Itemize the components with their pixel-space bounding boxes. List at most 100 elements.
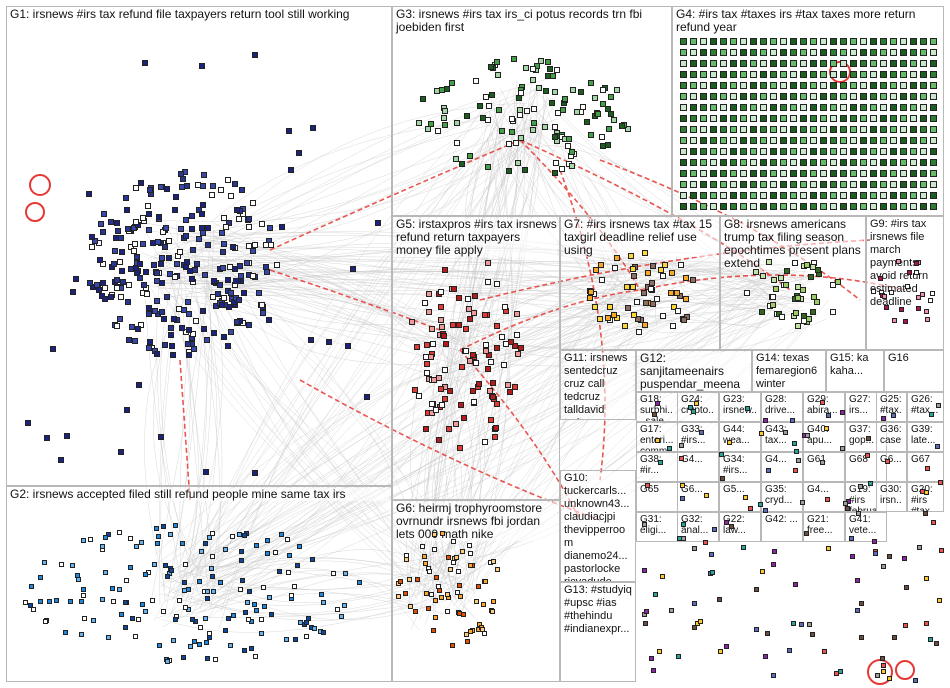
node-avatar bbox=[769, 294, 776, 301]
node-avatar bbox=[790, 137, 797, 144]
node-avatar bbox=[541, 124, 548, 131]
node-avatar bbox=[760, 71, 767, 78]
node-avatar bbox=[700, 38, 707, 45]
node-avatar bbox=[880, 159, 887, 166]
small-group-panel: G24: crypto... bbox=[677, 392, 719, 422]
node-avatar bbox=[830, 148, 837, 155]
node-avatar bbox=[840, 104, 847, 111]
node-avatar bbox=[800, 115, 807, 122]
node-avatar bbox=[463, 112, 470, 119]
node-avatar bbox=[424, 361, 431, 368]
node-avatar bbox=[42, 560, 48, 566]
node-avatar bbox=[414, 577, 420, 583]
node-avatar bbox=[850, 181, 857, 188]
node-avatar bbox=[176, 597, 182, 603]
node-avatar bbox=[284, 536, 290, 542]
node-avatar bbox=[419, 544, 425, 550]
node-avatar bbox=[710, 159, 717, 166]
node-avatar bbox=[860, 126, 867, 133]
node-avatar bbox=[810, 126, 817, 133]
node-avatar bbox=[552, 124, 559, 131]
node-avatar bbox=[850, 49, 857, 56]
node-avatar bbox=[245, 242, 252, 249]
node-avatar bbox=[284, 636, 290, 642]
node-avatar bbox=[185, 352, 192, 359]
node-avatar bbox=[168, 567, 174, 573]
node-avatar bbox=[669, 608, 675, 614]
node-avatar bbox=[760, 170, 767, 177]
node-avatar bbox=[887, 675, 893, 681]
node-avatar bbox=[784, 267, 791, 274]
node-avatar bbox=[162, 562, 168, 568]
node-avatar bbox=[227, 192, 234, 199]
node-avatar bbox=[938, 480, 944, 486]
node-avatar bbox=[604, 315, 611, 322]
node-avatar bbox=[870, 192, 877, 199]
node-avatar bbox=[730, 137, 737, 144]
node-avatar bbox=[865, 452, 871, 458]
node-avatar bbox=[870, 181, 877, 188]
node-avatar bbox=[220, 264, 227, 271]
node-avatar bbox=[292, 637, 298, 643]
edge bbox=[169, 570, 476, 614]
edge bbox=[622, 306, 762, 334]
node-avatar bbox=[912, 677, 918, 683]
edge bbox=[190, 104, 510, 565]
node-avatar bbox=[209, 191, 216, 198]
node-avatar bbox=[840, 159, 847, 166]
node-avatar bbox=[840, 60, 847, 67]
edge bbox=[155, 275, 763, 619]
node-avatar bbox=[629, 284, 636, 291]
node-avatar bbox=[680, 181, 687, 188]
node-avatar bbox=[276, 569, 282, 575]
node-avatar bbox=[145, 310, 152, 317]
node-avatar bbox=[474, 598, 480, 604]
node-avatar bbox=[730, 170, 737, 177]
node-avatar bbox=[248, 645, 254, 651]
node-avatar bbox=[771, 549, 777, 555]
node-avatar bbox=[659, 574, 665, 580]
edge bbox=[160, 278, 200, 597]
node-avatar bbox=[690, 93, 697, 100]
node-avatar bbox=[850, 60, 857, 67]
node-avatar bbox=[498, 128, 505, 135]
node-avatar bbox=[481, 312, 488, 319]
node-avatar bbox=[640, 289, 647, 296]
group-label: G11: irsnews sentedcruz cruz call tedcru… bbox=[564, 352, 633, 419]
node-avatar bbox=[791, 260, 798, 267]
node-avatar bbox=[850, 82, 857, 89]
node-avatar bbox=[680, 71, 687, 78]
node-avatar bbox=[462, 325, 469, 332]
node-avatar bbox=[720, 104, 727, 111]
node-avatar bbox=[924, 309, 930, 315]
node-avatar bbox=[800, 82, 807, 89]
node-avatar bbox=[490, 608, 496, 614]
edge bbox=[206, 146, 513, 572]
node-avatar bbox=[700, 93, 707, 100]
node-avatar bbox=[205, 656, 211, 662]
node-avatar bbox=[870, 126, 877, 133]
node-avatar bbox=[429, 592, 435, 598]
node-avatar bbox=[424, 369, 431, 376]
node-avatar bbox=[161, 315, 168, 322]
node-avatar bbox=[930, 38, 937, 45]
node-avatar bbox=[428, 354, 435, 361]
node-avatar bbox=[479, 626, 485, 632]
small-group-panel: G27: irs... bbox=[845, 392, 887, 422]
node-avatar bbox=[860, 192, 867, 199]
node-avatar bbox=[140, 241, 147, 248]
node-avatar bbox=[700, 115, 707, 122]
edge bbox=[453, 272, 622, 357]
node-avatar bbox=[690, 192, 697, 199]
node-avatar bbox=[655, 400, 661, 406]
node-avatar bbox=[425, 290, 432, 297]
node-avatar bbox=[700, 148, 707, 155]
node-avatar bbox=[850, 115, 857, 122]
node-avatar bbox=[854, 577, 860, 583]
node-avatar bbox=[825, 497, 831, 503]
node-avatar bbox=[442, 121, 449, 128]
node-avatar bbox=[654, 437, 660, 443]
edge bbox=[165, 275, 617, 281]
node-avatar bbox=[131, 338, 138, 345]
